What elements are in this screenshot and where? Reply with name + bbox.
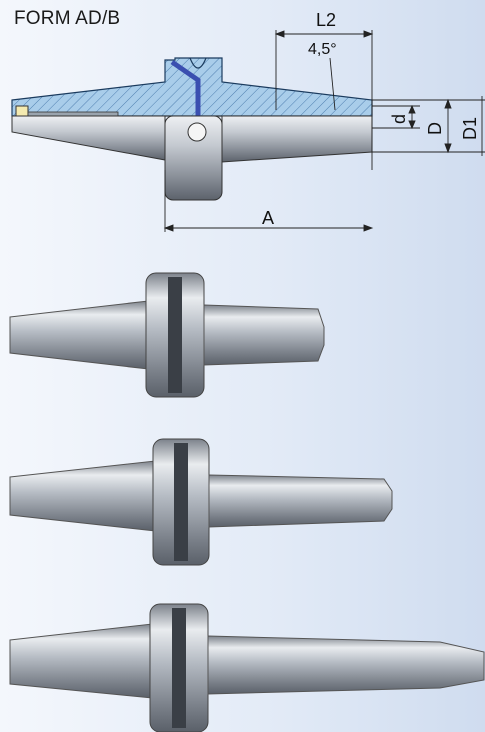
holder-image-medium bbox=[9, 438, 393, 566]
dim-label-d1: D1 bbox=[460, 117, 480, 140]
drive-slot bbox=[187, 122, 207, 142]
flange-groove bbox=[189, 57, 207, 69]
section-upper-half bbox=[11, 57, 373, 117]
dim-label-angle: 4,5° bbox=[308, 41, 337, 58]
holder-image-long bbox=[9, 603, 485, 732]
section-lower-half bbox=[11, 115, 166, 161]
holder-image-short bbox=[9, 272, 325, 398]
dim-label-d-large: D bbox=[425, 122, 445, 135]
dim-label-d-small: d bbox=[389, 114, 409, 124]
form-title: FORM AD/B bbox=[14, 8, 121, 29]
coolant-channel bbox=[170, 59, 201, 116]
shank-lower bbox=[221, 115, 373, 163]
section-drawing: L2 4,5° A d D D1 bbox=[11, 10, 485, 232]
dim-label-l2: L2 bbox=[316, 10, 336, 30]
dim-label-a: A bbox=[262, 208, 274, 228]
